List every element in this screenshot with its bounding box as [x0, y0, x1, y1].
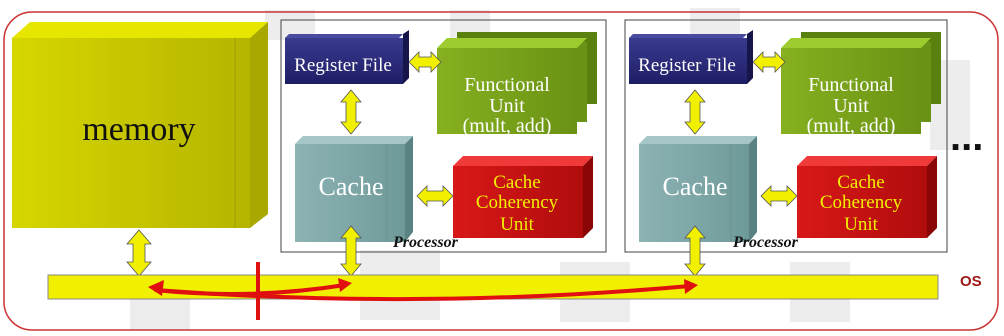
processor-0: Register File Functional Unit (mult, add… [280, 19, 607, 277]
os-label: OS [960, 273, 982, 290]
functional-unit-line3: (mult, add) [807, 115, 896, 137]
cache-coherency-unit: Cache Coherency Unit [430, 156, 593, 238]
coherency-line1: Cache [837, 172, 884, 193]
memory-block: memory [12, 22, 268, 228]
coherency-arrowheads [148, 278, 698, 296]
processor-label: Processor [732, 234, 799, 251]
cache-block: Cache [639, 136, 757, 242]
coherency-line3: Unit [500, 214, 535, 235]
coherency-links [154, 262, 691, 320]
coherency-line1: Cache [493, 172, 540, 193]
cache-label: Cache [319, 172, 384, 201]
register-file-label: Register File [294, 55, 392, 76]
functional-unit: Functional Unit (mult, add) [428, 32, 597, 137]
processor-box [280, 19, 607, 253]
functional-unit-line1: Functional [808, 74, 894, 96]
cache-coherency-unit: Cache Coherency Unit [774, 156, 937, 238]
memory-label: memory [82, 111, 195, 148]
functional-unit-line3: (mult, add) [463, 115, 552, 137]
coherency-line2: Coherency [476, 192, 559, 213]
processor-box [624, 19, 948, 253]
memory-bus-arrow [126, 229, 152, 277]
functional-unit-line2: Unit [489, 95, 525, 117]
register-file-label: Register File [638, 55, 736, 76]
more-processors-ellipsis: ... [950, 115, 983, 159]
functional-unit-line1: Functional [464, 74, 550, 96]
register-file: Register File [285, 30, 409, 84]
functional-unit: Functional Unit (mult, add) [772, 32, 941, 137]
functional-unit-line2: Unit [833, 95, 869, 117]
cache-block: Cache [295, 136, 413, 242]
processor-label: Processor [392, 234, 459, 251]
internal-arrows [340, 51, 454, 277]
processor-1: Register File Functional Unit (mult, add… [624, 19, 948, 277]
system-boundary [3, 11, 999, 331]
register-file: Register File [629, 30, 753, 84]
coherency-line2: Coherency [820, 192, 903, 213]
system-bus [47, 274, 939, 300]
coherency-line3: Unit [844, 214, 879, 235]
cache-label: Cache [663, 172, 728, 201]
internal-arrows [684, 51, 798, 277]
